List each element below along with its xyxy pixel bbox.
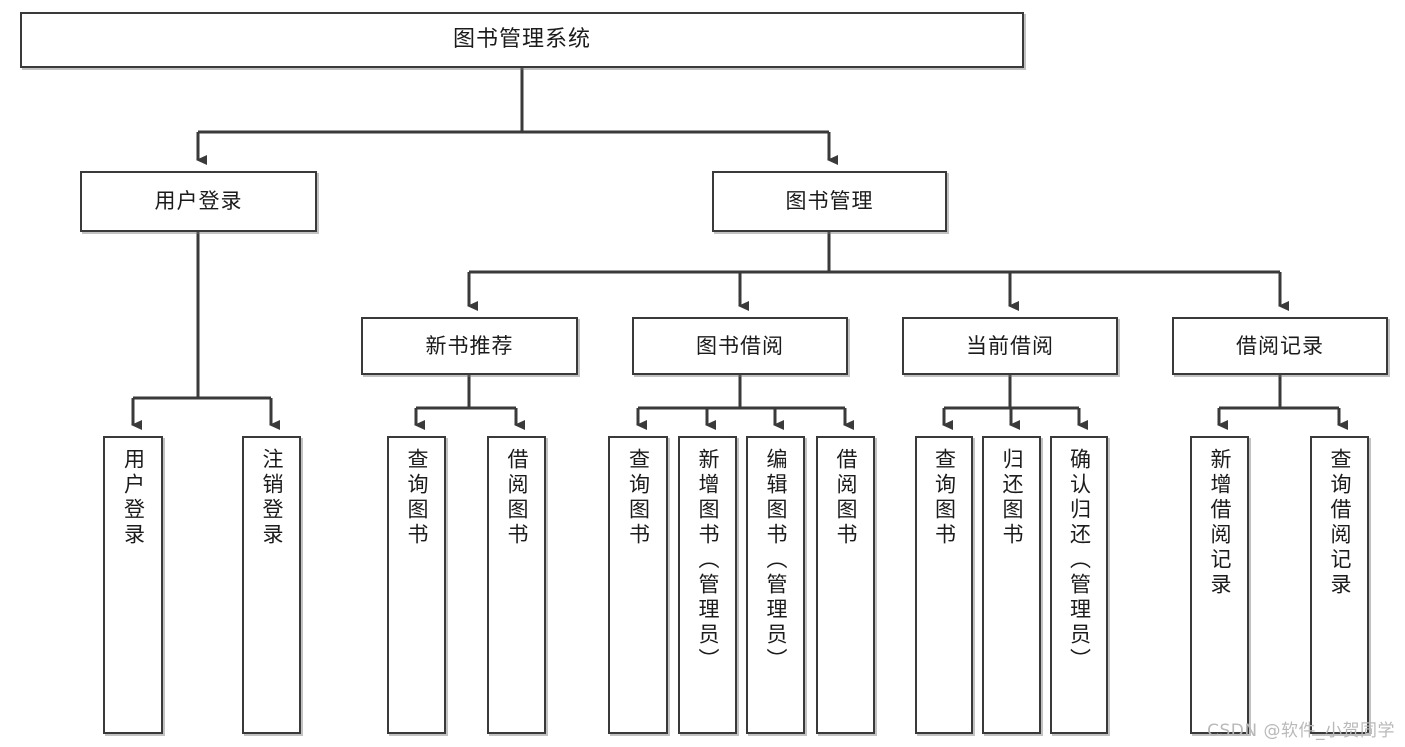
- node-leaf-12[interactable]: 新增借阅记录: [1190, 436, 1249, 734]
- node-level3-3[interactable]: 当前借阅: [902, 317, 1118, 375]
- node-label: 归还图书: [1000, 448, 1024, 548]
- watermark-text: CSDN @软件_小贺同学: [1207, 721, 1395, 741]
- node-leaf-4[interactable]: 借阅图书: [487, 436, 546, 734]
- node-leaf-7[interactable]: 编辑图书（管理员）: [746, 436, 805, 734]
- node-label: 编辑图书（管理员）: [764, 448, 788, 673]
- node-root-system[interactable]: 图书管理系统: [20, 12, 1024, 68]
- node-level2-1[interactable]: 用户登录: [80, 171, 317, 232]
- node-label: 新增借阅记录: [1208, 448, 1232, 598]
- node-leaf-13[interactable]: 查询借阅记录: [1310, 436, 1369, 734]
- node-label: 当前借阅: [966, 333, 1054, 358]
- node-leaf-11[interactable]: 确认归还（管理员）: [1050, 436, 1108, 734]
- node-leaf-2[interactable]: 注销登录: [242, 436, 301, 734]
- node-leaf-9[interactable]: 查询图书: [915, 436, 973, 734]
- node-label: 借阅记录: [1236, 333, 1324, 358]
- node-label: 查询借阅记录: [1328, 448, 1352, 598]
- node-level3-1[interactable]: 新书推荐: [361, 317, 578, 375]
- node-label: 借阅图书: [505, 448, 529, 548]
- node-leaf-8[interactable]: 借阅图书: [816, 436, 875, 734]
- node-label: 查询图书: [932, 448, 957, 548]
- node-label: 图书借阅: [696, 333, 784, 358]
- node-label: 查询图书: [626, 448, 651, 548]
- node-leaf-5[interactable]: 查询图书: [608, 436, 668, 734]
- node-leaf-3[interactable]: 查询图书: [387, 436, 446, 734]
- node-level3-4[interactable]: 借阅记录: [1172, 317, 1388, 375]
- node-label: 注销登录: [260, 448, 284, 548]
- node-label: 图书管理系统: [452, 27, 591, 53]
- node-leaf-1[interactable]: 用户登录: [103, 436, 163, 734]
- node-label: 用户登录: [154, 189, 243, 214]
- node-label: 借阅图书: [834, 448, 858, 548]
- node-level3-2[interactable]: 图书借阅: [632, 317, 848, 375]
- node-label: 确认归还（管理员）: [1067, 448, 1092, 673]
- node-level2-2[interactable]: 图书管理: [712, 171, 947, 232]
- node-label: 新增图书（管理员）: [696, 448, 720, 673]
- node-label: 用户登录: [121, 448, 146, 548]
- node-label: 图书管理: [785, 189, 874, 214]
- node-leaf-10[interactable]: 归还图书: [982, 436, 1041, 734]
- node-label: 新书推荐: [425, 333, 514, 358]
- node-label: 查询图书: [405, 448, 429, 548]
- node-leaf-6[interactable]: 新增图书（管理员）: [678, 436, 737, 734]
